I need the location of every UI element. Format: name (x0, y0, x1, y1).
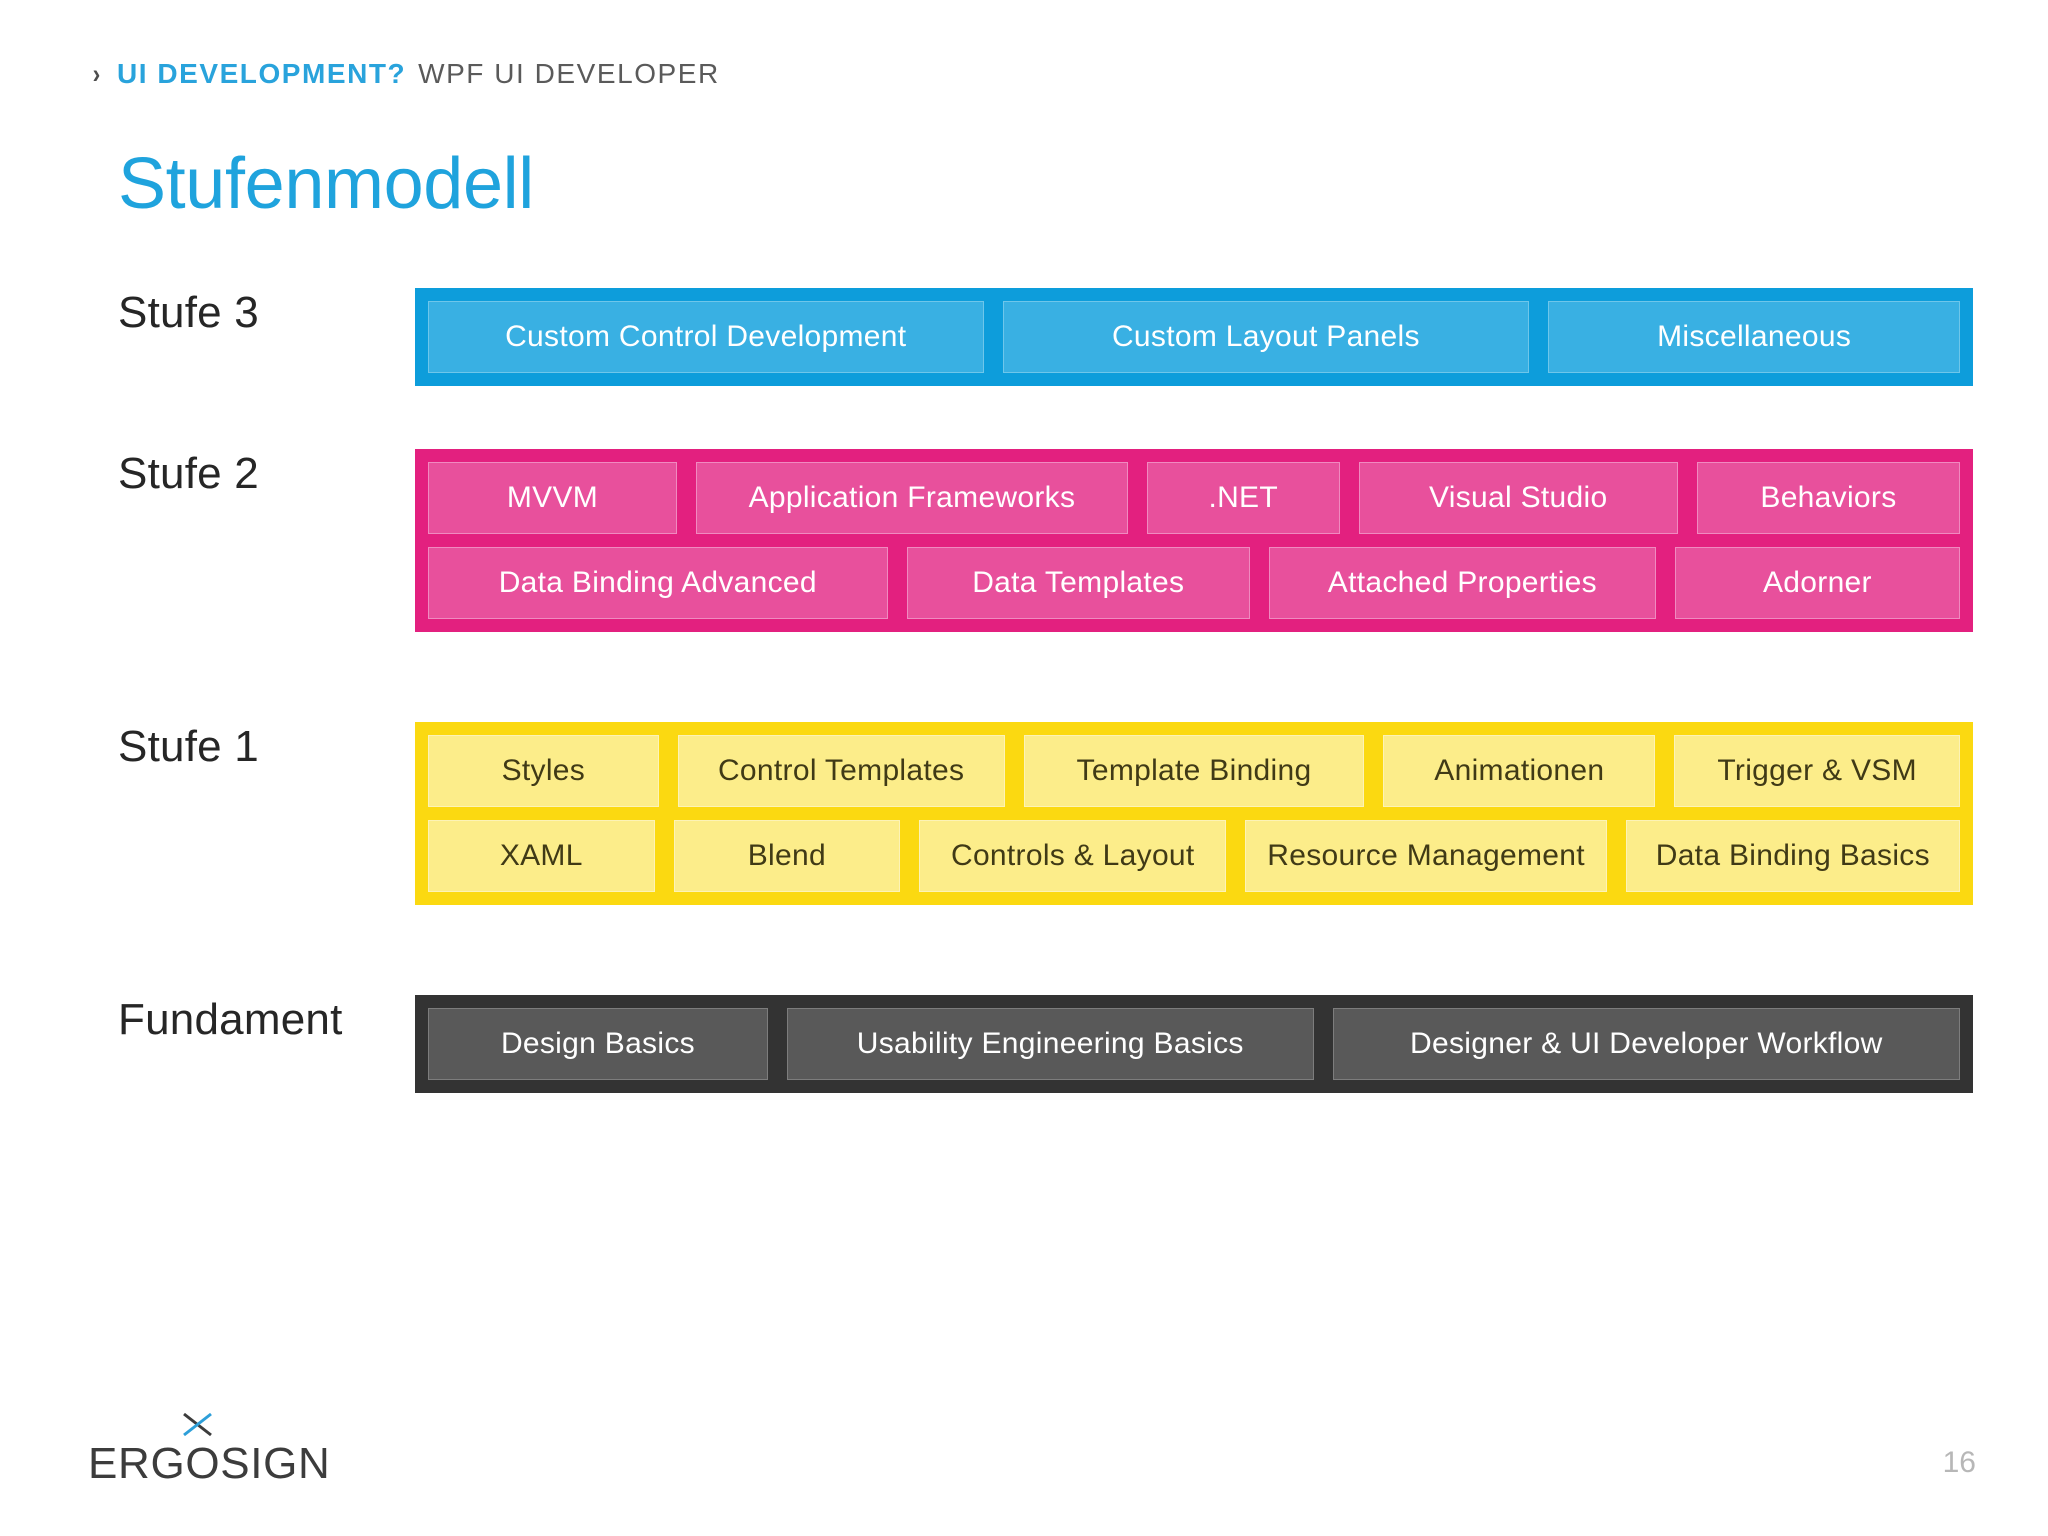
topic-chip[interactable]: Design Basics (428, 1008, 768, 1080)
topic-chip[interactable]: Custom Layout Panels (1002, 301, 1530, 373)
topic-chip[interactable]: Usability Engineering Basics (786, 1008, 1314, 1080)
topic-chip[interactable]: Data Templates (906, 547, 1250, 619)
tier-label-stufe-2: Stufe 2 (118, 449, 259, 498)
tier-row-stufe-1: Stufe 1 Styles Control Templates Templat… (0, 722, 2048, 905)
tier-row-stufe-3: Stufe 3 Custom Control Development Custo… (0, 288, 2048, 386)
tier-band-fundament: Design Basics Usability Engineering Basi… (415, 995, 1973, 1093)
topic-chip[interactable]: Application Frameworks (696, 462, 1128, 534)
x-mark-icon (88, 1410, 308, 1440)
topic-chip[interactable]: Visual Studio (1358, 462, 1678, 534)
tier-label-stufe-1: Stufe 1 (118, 722, 259, 771)
topic-chip[interactable]: Resource Management (1245, 820, 1607, 892)
logo-wordmark: ERGOSIGN (88, 1439, 331, 1488)
breadcrumb: › UI DEVELOPMENT? WPF UI DEVELOPER (92, 58, 720, 90)
topic-chip[interactable]: Attached Properties (1268, 547, 1656, 619)
spacer (0, 386, 2048, 449)
tier-line: Custom Control Development Custom Layout… (428, 301, 1960, 373)
topic-chip[interactable]: Miscellaneous (1548, 301, 1960, 373)
topic-chip[interactable]: Adorner (1674, 547, 1960, 619)
ergosign-logo: ERGOSIGN (88, 1410, 331, 1488)
topic-chip[interactable]: Designer & UI Developer Workflow (1332, 1008, 1960, 1080)
topic-chip[interactable]: Template Binding (1023, 735, 1365, 807)
topic-chip[interactable]: Behaviors (1696, 462, 1960, 534)
chevron-right-icon: › (92, 59, 101, 89)
tier-line: Styles Control Templates Template Bindin… (428, 735, 1961, 807)
topic-chip[interactable]: Data Binding Advanced (428, 547, 888, 619)
tier-line: Data Binding Advanced Data Templates Att… (428, 547, 1960, 619)
topic-chip[interactable]: Data Binding Basics (1625, 820, 1960, 892)
tier-band-stufe-1: Styles Control Templates Template Bindin… (415, 722, 1973, 905)
spacer (0, 632, 2048, 722)
topic-chip[interactable]: .NET (1146, 462, 1340, 534)
spacer (0, 905, 2048, 995)
page-number: 16 (1942, 1446, 1976, 1479)
topic-chip[interactable]: Custom Control Development (428, 301, 984, 373)
tier-row-fundament: Fundament Design Basics Usability Engine… (0, 995, 2048, 1093)
topic-chip[interactable]: Styles (428, 735, 659, 807)
topic-chip[interactable]: Trigger & VSM (1674, 735, 1961, 807)
tier-label-fundament: Fundament (118, 995, 343, 1044)
topic-chip[interactable]: Animationen (1383, 735, 1656, 807)
topic-chip[interactable]: Controls & Layout (919, 820, 1227, 892)
page-title: Stufenmodell (118, 144, 534, 224)
topic-chip[interactable]: Blend (673, 820, 901, 892)
breadcrumb-subtitle: WPF UI DEVELOPER (418, 58, 720, 89)
topic-chip[interactable]: Control Templates (677, 735, 1005, 807)
stufenmodell-diagram: Stufe 3 Custom Control Development Custo… (0, 288, 2048, 1093)
tier-line: Design Basics Usability Engineering Basi… (428, 1008, 1960, 1080)
breadcrumb-kicker: UI DEVELOPMENT? (117, 58, 407, 89)
tier-band-stufe-3: Custom Control Development Custom Layout… (415, 288, 1973, 386)
topic-chip[interactable]: XAML (428, 820, 655, 892)
topic-chip[interactable]: MVVM (428, 462, 677, 534)
tier-line: MVVM Application Frameworks .NET Visual … (428, 462, 1960, 534)
tier-label-stufe-3: Stufe 3 (118, 288, 259, 337)
tier-line: XAML Blend Controls & Layout Resource Ma… (428, 820, 1960, 892)
tier-row-stufe-2: Stufe 2 MVVM Application Frameworks .NET… (0, 449, 2048, 632)
tier-band-stufe-2: MVVM Application Frameworks .NET Visual … (415, 449, 1973, 632)
